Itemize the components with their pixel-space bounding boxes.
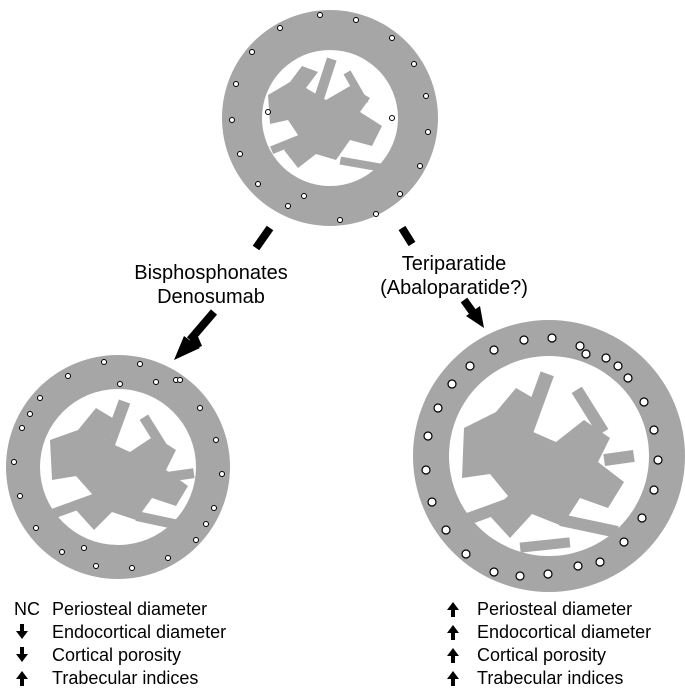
baseline-cortical-pores [229,12,431,223]
connector-right [398,225,484,328]
left-treatment-label: Bisphosphonates Denosumab [134,262,287,308]
baseline-trabecular-network [268,57,382,172]
legend-left-label-4: Trabecular indices [52,668,198,688]
up-arrow-icon [447,625,459,640]
baseline-bone-section [222,10,438,226]
legend-left-label-1: Periosteal diameter [52,599,207,619]
anabolic-cortical-pores [421,333,663,581]
legend-left-indicator-nc: NC [14,599,40,619]
anabolic-bone-section [413,320,685,592]
antiresorptive-trabecular-network [49,399,195,531]
legend-right-label-3: Cortical porosity [477,645,606,665]
up-arrow-icon [447,648,459,663]
legend-right-label-1: Periosteal diameter [477,599,632,619]
legend-left: NC Periosteal diameter Endocortical diam… [14,599,226,688]
right-treatment-label: Teriparatide (Abaloparatide?) [380,253,528,299]
legend-right: Periosteal diameter Endocortical diamete… [447,599,651,688]
down-arrow-icon [16,647,28,662]
treatment-left-line-2: Denosumab [157,286,265,308]
connector-left [174,225,274,360]
antiresorptive-cortical-pores [11,359,225,571]
legend-right-label-4: Trabecular indices [477,668,623,688]
up-arrow-icon [447,602,459,617]
treatment-left-line-1: Bisphosphonates [134,262,287,284]
treatment-right-line-1: Teriparatide [402,253,507,275]
legend-left-label-3: Cortical porosity [52,645,181,665]
treatment-right-line-2: (Abaloparatide?) [380,277,528,299]
down-arrow-icon [16,624,28,639]
legend-left-label-2: Endocortical diameter [52,622,226,642]
up-arrow-icon [447,671,459,686]
legend-right-label-2: Endocortical diameter [477,622,651,642]
up-arrow-icon [16,671,28,686]
antiresorptive-bone-section [6,355,230,579]
anabolic-trabecular-network [462,371,635,553]
